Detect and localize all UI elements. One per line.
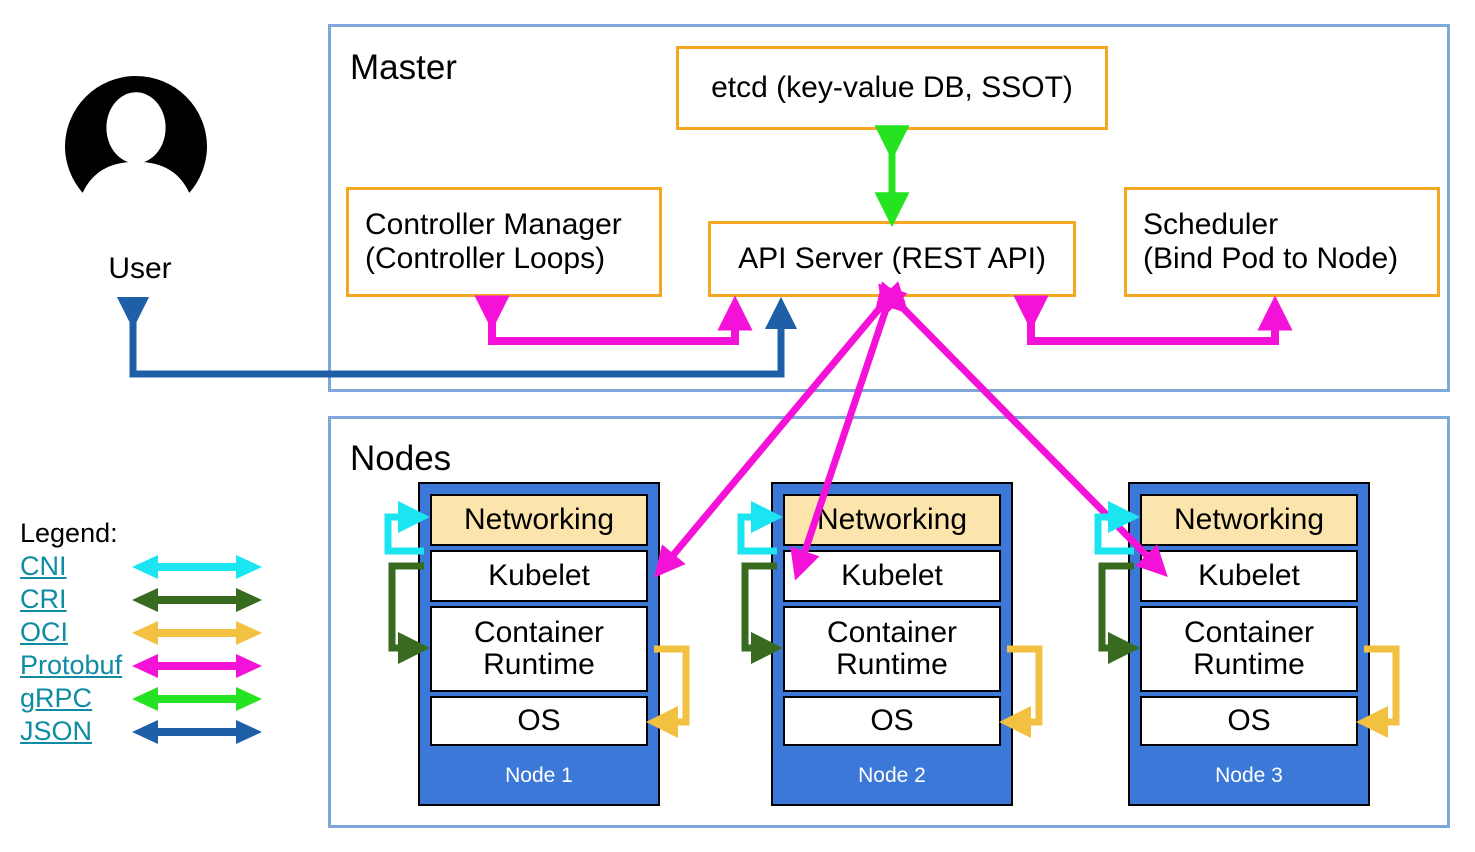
- node-2[interactable]: Networking Kubelet Container Runtime OS …: [771, 482, 1013, 806]
- legend-arrow-json-icon: [132, 720, 262, 744]
- legend-item-protobuf[interactable]: Protobuf: [20, 651, 280, 684]
- user-avatar-icon: [64, 75, 208, 193]
- node-2-networking: Networking: [783, 494, 1001, 546]
- legend-label-json[interactable]: JSON: [20, 716, 93, 746]
- legend: Legend: CNI CRI OCI Protobuf: [20, 520, 280, 750]
- node-1-kubelet: Kubelet: [430, 550, 648, 602]
- etcd-box[interactable]: etcd (key-value DB, SSOT): [676, 46, 1108, 130]
- node-1-container-runtime: Container Runtime: [430, 606, 648, 692]
- node-2-container-runtime: Container Runtime: [783, 606, 1001, 692]
- node-3[interactable]: Networking Kubelet Container Runtime OS …: [1128, 482, 1370, 806]
- legend-item-oci[interactable]: OCI: [20, 618, 280, 651]
- nodes-title: Nodes: [350, 439, 452, 478]
- controller-manager-label: Controller Manager (Controller Loops): [365, 208, 622, 275]
- node-3-caption: Node 3: [1215, 764, 1283, 787]
- scheduler-box[interactable]: Scheduler (Bind Pod to Node): [1124, 187, 1440, 297]
- etcd-label: etcd (key-value DB, SSOT): [711, 71, 1073, 105]
- controller-manager-box[interactable]: Controller Manager (Controller Loops): [346, 187, 662, 297]
- master-title: Master: [350, 48, 457, 87]
- node-3-networking: Networking: [1140, 494, 1358, 546]
- scheduler-label: Scheduler (Bind Pod to Node): [1143, 208, 1399, 275]
- legend-item-cni[interactable]: CNI: [20, 552, 280, 585]
- node-3-kubelet: Kubelet: [1140, 550, 1358, 602]
- user-label: User: [108, 252, 172, 285]
- legend-label-oci[interactable]: OCI: [20, 617, 69, 647]
- api-server-box[interactable]: API Server (REST API): [708, 221, 1076, 297]
- node-3-os: OS: [1140, 696, 1358, 746]
- legend-arrow-cni-icon: [132, 555, 262, 579]
- legend-label-grpc[interactable]: gRPC: [20, 683, 93, 713]
- node-2-os: OS: [783, 696, 1001, 746]
- node-1-caption: Node 1: [505, 764, 573, 787]
- legend-label-cni[interactable]: CNI: [20, 551, 67, 581]
- legend-arrow-cri-icon: [132, 588, 262, 612]
- legend-arrow-grpc-icon: [132, 687, 262, 711]
- legend-label-cri[interactable]: CRI: [20, 584, 67, 614]
- legend-arrow-oci-icon: [132, 621, 262, 645]
- legend-title: Legend:: [20, 518, 118, 548]
- node-1-networking: Networking: [430, 494, 648, 546]
- legend-arrow-protobuf-icon: [132, 654, 262, 678]
- legend-item-grpc[interactable]: gRPC: [20, 684, 280, 717]
- node-1-os: OS: [430, 696, 648, 746]
- node-2-kubelet: Kubelet: [783, 550, 1001, 602]
- legend-label-protobuf[interactable]: Protobuf: [20, 650, 123, 680]
- node-3-container-runtime: Container Runtime: [1140, 606, 1358, 692]
- node-1[interactable]: Networking Kubelet Container Runtime OS …: [418, 482, 660, 806]
- api-server-label: API Server (REST API): [738, 242, 1046, 276]
- node-2-caption: Node 2: [858, 764, 926, 787]
- legend-item-json[interactable]: JSON: [20, 717, 280, 750]
- legend-item-cri[interactable]: CRI: [20, 585, 280, 618]
